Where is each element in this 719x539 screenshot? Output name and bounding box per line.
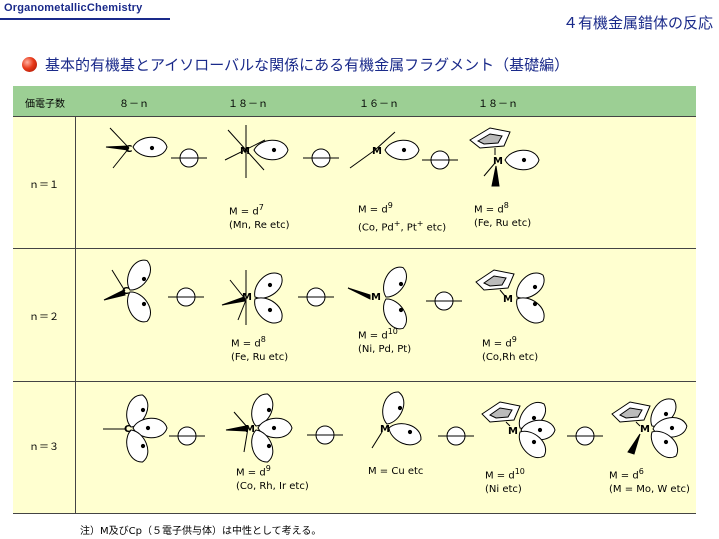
row3-mo-cp-fragment	[611, 393, 689, 464]
bullet-icon	[22, 57, 37, 72]
atom-m: M	[371, 292, 381, 303]
atom-c: C	[124, 424, 131, 435]
caption-row3-cu: M = Cu etc	[368, 466, 424, 477]
brand-title: OrganometallicChemistry	[4, 2, 143, 14]
row2-co-cp-fragment	[475, 267, 550, 329]
subtitle-text: 基本的有機基とアイソローバルな関係にある有機金属フラグメント（基礎編）	[45, 56, 570, 74]
caption-row1-fe: M = d8 (Fe, Ru etc)	[474, 201, 532, 230]
atom-c: C	[122, 286, 129, 297]
caption-row3-co: M = d9 (Co, Rh, Ir etc)	[236, 464, 309, 493]
row2-fe-fragment	[221, 267, 288, 329]
atom-m: M	[503, 294, 513, 305]
row3-carbon-fragment	[103, 391, 168, 466]
col-header-16-n: １６－ｎ	[359, 99, 399, 110]
caption-row2-ni: M = d10 (Ni, Pd, Pt)	[358, 327, 412, 356]
atom-c: C	[125, 144, 132, 155]
atom-m: M	[508, 426, 518, 437]
row3-cu-fragment	[371, 388, 425, 450]
caption-row3-ni: M = d10 (Ni etc)	[485, 467, 525, 496]
row1-co-fragment	[349, 131, 420, 169]
row2-carbon-fragment	[103, 255, 156, 327]
row-divider	[13, 116, 696, 117]
atom-m: M	[372, 146, 382, 157]
brand-underline	[0, 18, 170, 20]
atom-m: M	[242, 292, 252, 303]
caption-row2-co: M = d9 (Co,Rh etc)	[482, 335, 539, 364]
table-right-edge	[696, 86, 698, 514]
row-label-n2: ｎ＝２	[29, 312, 59, 323]
row-divider	[13, 513, 696, 514]
caption-row3-mo: M = d6 (M = Mo, W etc)	[609, 467, 690, 496]
caption-row1-co: M = d9 (Co, Pd+, Pt+ etc)	[358, 201, 447, 234]
label-column-divider	[75, 116, 76, 514]
row3-ni-cp-fragment	[481, 396, 556, 464]
caption-row2-fe: M = d8 (Fe, Ru etc)	[231, 335, 289, 364]
row-label-n1: ｎ＝１	[29, 180, 59, 191]
row1-fe-cp-fragment	[469, 127, 540, 187]
atom-m: M	[240, 146, 250, 157]
atom-m: M	[640, 424, 650, 435]
row3-co-fragment	[225, 390, 293, 466]
table-header: 価電子数 ８－ｎ １８－ｎ １６－ｎ １８－ｎ	[13, 86, 696, 116]
atom-m: M	[380, 424, 390, 435]
footnote: 注）M及びCp（５電子供与体）は中性として考える。	[80, 526, 322, 537]
col-header-valence: 価電子数	[25, 99, 65, 110]
row-divider	[13, 248, 696, 249]
slide-subtitle: 基本的有機基とアイソローバルな関係にある有機金属フラグメント（基礎編）	[22, 54, 569, 75]
row-label-n3: ｎ＝３	[29, 442, 59, 453]
col-header-8-n: ８－ｎ	[119, 99, 149, 110]
row2-ni-fragment	[347, 262, 412, 334]
col-header-18-n-1: １８－ｎ	[228, 99, 268, 110]
chapter-title: ４有機金属錯体の反応	[562, 14, 713, 32]
row-divider	[13, 381, 696, 382]
atom-m: M	[245, 424, 255, 435]
row1-mn-fragment	[224, 125, 289, 178]
row1-carbon-fragment	[105, 127, 168, 169]
caption-row1-mn: M = d7 (Mn, Re etc)	[229, 203, 290, 232]
col-header-18-n-2: １８－ｎ	[478, 99, 518, 110]
atom-m: M	[493, 156, 503, 167]
